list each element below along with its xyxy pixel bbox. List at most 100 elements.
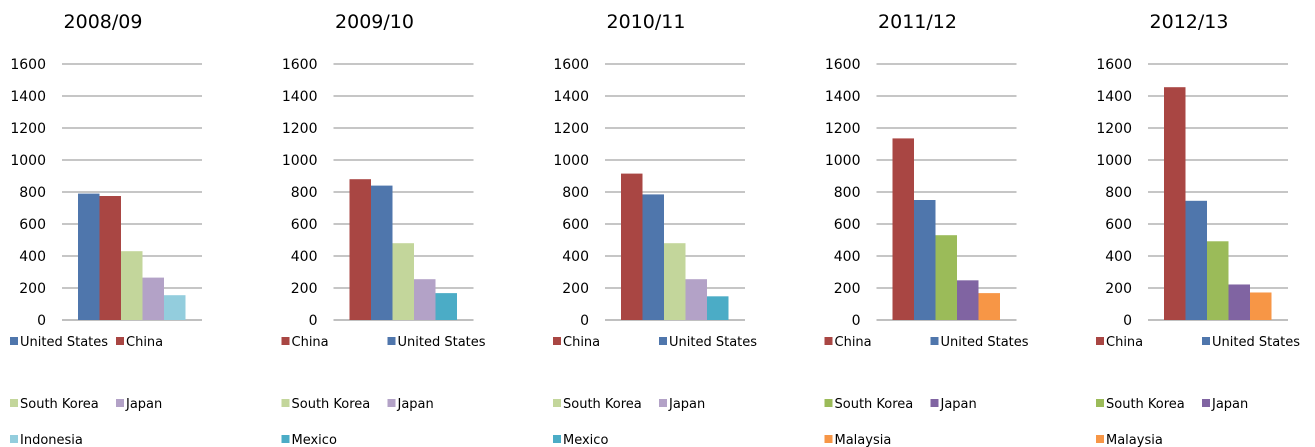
bar-0-indonesia xyxy=(164,295,186,320)
y-tick-label-4-1400: 1400 xyxy=(1096,89,1132,105)
y-tick-label-1-1600: 1600 xyxy=(282,57,318,73)
y-tick-label-3-1400: 1400 xyxy=(825,89,861,105)
bar-3-united-states xyxy=(914,200,936,320)
y-tick-label-0-200: 200 xyxy=(19,281,46,297)
y-tick-label-2-1000: 1000 xyxy=(553,153,589,169)
legend-label-3-2: South Korea xyxy=(835,397,914,412)
y-tick-label-3-800: 800 xyxy=(834,185,861,201)
legend-label-0-1: China xyxy=(126,335,163,350)
legend-label-0-4: Indonesia xyxy=(20,433,83,447)
chart-title-4: 2012/13 xyxy=(1150,11,1229,33)
y-tick-label-2-0: 0 xyxy=(580,313,589,329)
legend-swatch-2-3 xyxy=(659,399,667,407)
bar-1-south-korea xyxy=(392,243,414,320)
legend-swatch-2-1 xyxy=(659,337,667,345)
legend-swatch-0-4 xyxy=(10,435,18,443)
legend-swatch-3-4 xyxy=(824,435,833,443)
y-tick-label-2-800: 800 xyxy=(562,185,589,201)
legend-label-1-1: United States xyxy=(398,335,486,350)
y-tick-label-2-1400: 1400 xyxy=(553,89,589,105)
legend-swatch-0-2 xyxy=(10,399,18,407)
legend-label-1-0: China xyxy=(292,335,329,350)
bar-3-malaysia xyxy=(978,293,1000,320)
y-tick-label-0-1400: 1400 xyxy=(10,89,46,105)
y-tick-label-1-1000: 1000 xyxy=(282,153,318,169)
legend-label-4-4: Malaysia xyxy=(1106,433,1163,447)
legend-label-4-3: Japan xyxy=(1211,397,1248,412)
y-tick-label-4-0: 0 xyxy=(1123,313,1132,329)
y-tick-label-1-600: 600 xyxy=(291,217,318,233)
chart-title-0: 2008/09 xyxy=(64,11,143,33)
legend-label-0-2: South Korea xyxy=(20,397,99,412)
y-tick-label-4-600: 600 xyxy=(1105,217,1132,233)
legend-swatch-1-1 xyxy=(387,337,396,345)
legend-label-2-4: Mexico xyxy=(563,433,608,447)
y-tick-label-4-1000: 1000 xyxy=(1096,153,1132,169)
y-tick-label-1-0: 0 xyxy=(309,313,318,329)
y-tick-label-0-400: 400 xyxy=(19,249,46,265)
bar-2-south-korea xyxy=(664,243,686,320)
legend-swatch-1-2 xyxy=(281,399,290,407)
y-tick-label-3-0: 0 xyxy=(852,313,861,329)
bar-1-japan xyxy=(414,279,436,320)
legend-label-2-3: Japan xyxy=(668,397,705,412)
legend-swatch-3-3 xyxy=(930,399,939,407)
y-tick-label-4-400: 400 xyxy=(1105,249,1132,265)
legend-label-3-0: China xyxy=(835,335,872,350)
legend-label-3-1: United States xyxy=(941,335,1029,350)
legend-label-1-4: Mexico xyxy=(292,433,337,447)
chart-title-3: 2011/12 xyxy=(878,11,957,33)
y-tick-label-2-200: 200 xyxy=(562,281,589,297)
bar-2-united-states xyxy=(642,194,664,320)
y-tick-label-4-1600: 1600 xyxy=(1096,57,1132,73)
chart-title-1: 2009/10 xyxy=(335,11,414,33)
bar-4-malaysia xyxy=(1250,292,1272,320)
legend-swatch-2-0 xyxy=(553,337,561,345)
legend-swatch-2-4 xyxy=(553,435,561,443)
legend-swatch-3-1 xyxy=(930,337,939,345)
y-tick-label-0-1200: 1200 xyxy=(10,121,46,137)
y-tick-label-3-1000: 1000 xyxy=(825,153,861,169)
y-tick-label-2-1200: 1200 xyxy=(553,121,589,137)
legend-label-2-2: South Korea xyxy=(563,397,642,412)
legend-label-2-1: United States xyxy=(669,335,757,350)
bar-1-mexico xyxy=(435,293,457,320)
bar-2-mexico xyxy=(707,296,729,320)
bar-3-japan xyxy=(957,280,979,320)
y-tick-label-2-1600: 1600 xyxy=(553,57,589,73)
y-tick-label-3-200: 200 xyxy=(834,281,861,297)
bar-3-china xyxy=(892,138,914,320)
y-tick-label-0-1000: 1000 xyxy=(10,153,46,169)
bar-0-japan xyxy=(142,277,164,320)
legend-label-4-1: United States xyxy=(1212,335,1300,350)
y-tick-label-4-200: 200 xyxy=(1105,281,1132,297)
bar-0-south-korea xyxy=(121,251,143,320)
legend-label-4-0: China xyxy=(1106,335,1143,350)
y-tick-label-3-400: 400 xyxy=(834,249,861,265)
legend-label-0-0: United States xyxy=(20,335,108,350)
legend-label-3-4: Malaysia xyxy=(835,433,892,447)
y-tick-label-3-600: 600 xyxy=(834,217,861,233)
y-tick-label-0-0: 0 xyxy=(37,313,46,329)
legend-swatch-0-3 xyxy=(116,399,124,407)
y-tick-label-2-400: 400 xyxy=(562,249,589,265)
bar-2-china xyxy=(621,173,643,320)
legend-swatch-1-4 xyxy=(281,435,290,443)
bar-1-china xyxy=(349,179,371,320)
y-tick-label-1-800: 800 xyxy=(291,185,318,201)
y-tick-label-4-1200: 1200 xyxy=(1096,121,1132,137)
legend-label-0-3: Japan xyxy=(125,397,162,412)
legend-swatch-4-2 xyxy=(1096,399,1104,407)
legend-swatch-4-3 xyxy=(1202,399,1210,407)
legend-swatch-2-2 xyxy=(553,399,561,407)
y-tick-label-3-1200: 1200 xyxy=(825,121,861,137)
legend-swatch-3-0 xyxy=(824,337,833,345)
legend-swatch-4-0 xyxy=(1096,337,1104,345)
legend-swatch-0-0 xyxy=(10,337,18,345)
legend-swatch-3-2 xyxy=(824,399,833,407)
legend-label-2-0: China xyxy=(563,335,600,350)
legend-label-4-2: South Korea xyxy=(1106,397,1185,412)
bar-3-south-korea xyxy=(935,235,957,320)
legend-swatch-1-0 xyxy=(281,337,290,345)
